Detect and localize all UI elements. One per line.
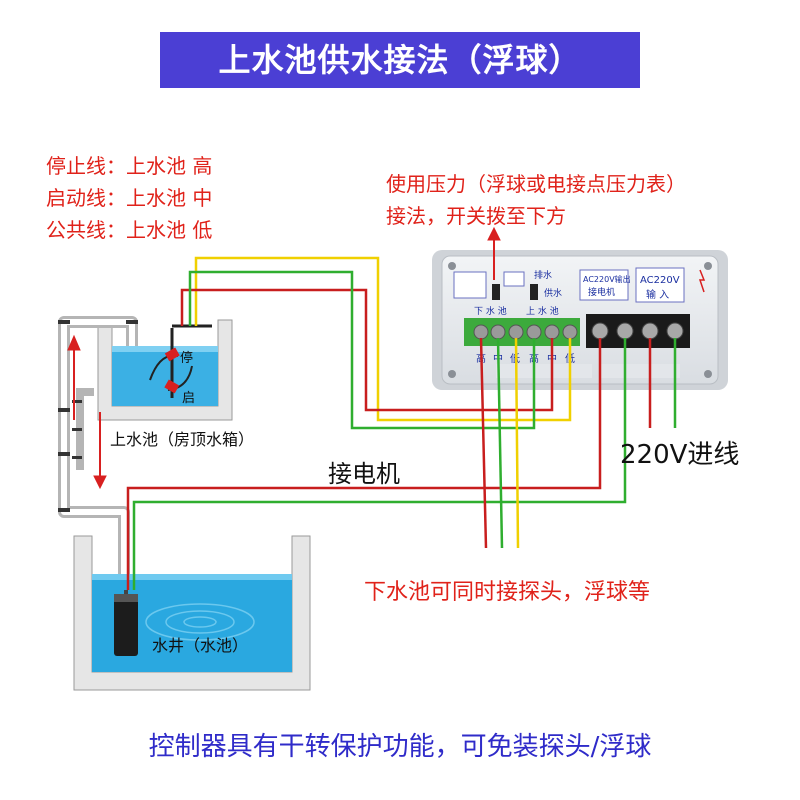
motor-wires <box>126 338 627 590</box>
power-in-label-2: 输 入 <box>646 288 669 301</box>
wire-red-motor <box>126 338 602 590</box>
flow-arrow-up-icon <box>67 334 81 420</box>
wire-green-low <box>188 270 536 430</box>
motor-label: 接电机 <box>328 460 400 488</box>
motor-out-label-1: AC220V输出 <box>583 274 631 284</box>
float-stop-label: 停 <box>180 350 193 366</box>
pipe-joints <box>58 320 138 512</box>
switch-supply-label: 供水 <box>544 287 562 299</box>
drain-supply-switch[interactable] <box>530 284 538 300</box>
wire-yellow-top <box>194 256 572 422</box>
mains-input-label: 220V进线 <box>620 440 740 470</box>
page-title: 上水池供水接法（浮球） <box>160 32 640 88</box>
legend-stop-line: 停止线：上水池 高 <box>46 154 213 178</box>
power-in-label-1: AC220V <box>640 275 680 286</box>
sensor-terminals <box>473 324 578 340</box>
mains-wires <box>648 338 677 428</box>
mode-switch[interactable] <box>492 284 500 300</box>
wire-red-mid <box>180 288 554 412</box>
float-stop-icon <box>164 347 180 362</box>
float-wires <box>180 256 572 430</box>
well-label: 水井（水池） <box>152 636 249 655</box>
lower-sensor-wires <box>479 337 520 549</box>
float-start-label: 启 <box>182 391 195 406</box>
switch-drain-label: 排水 <box>534 269 552 281</box>
lower-tank-group-label: 下 水 池 <box>474 305 507 317</box>
upper-tank-water <box>112 346 218 406</box>
motor-out-label-2: 接电机 <box>588 286 615 298</box>
power-terminals <box>591 322 684 340</box>
wire-green-motor <box>132 338 627 590</box>
switch-pointer-arrow-icon <box>487 226 501 280</box>
pressure-note-line-2: 接法，开关拨至下方 <box>386 204 566 228</box>
controller-box: 排水 供水 AC220V输出 接电机 AC220V 输 入 下 水 池 上 水 … <box>432 250 728 390</box>
upper-tank-label: 上水池（房顶水箱） <box>110 430 255 449</box>
lower-tank-note: 下水池可同时接探头，浮球等 <box>364 580 651 605</box>
upper-tank-group-label: 上 水 池 <box>526 305 559 317</box>
legend-common-line: 公共线：上水池 低 <box>46 218 213 242</box>
float-start-icon <box>164 379 180 394</box>
flow-arrow-down-icon <box>93 412 107 490</box>
pressure-note-line-1: 使用压力（浮球或电接点压力表） <box>386 172 686 196</box>
footer-note: 控制器具有干转保护功能，可免装探头/浮球 <box>148 732 652 762</box>
legend-start-line: 启动线：上水池 中 <box>46 186 213 210</box>
wire-legend: 停止线：上水池 高 启动线：上水池 中 公共线：上水池 低 <box>46 150 212 246</box>
pressure-note: 使用压力（浮球或电接点压力表） 接法，开关拨至下方 <box>386 168 686 232</box>
submersible-pump-icon <box>114 590 138 656</box>
